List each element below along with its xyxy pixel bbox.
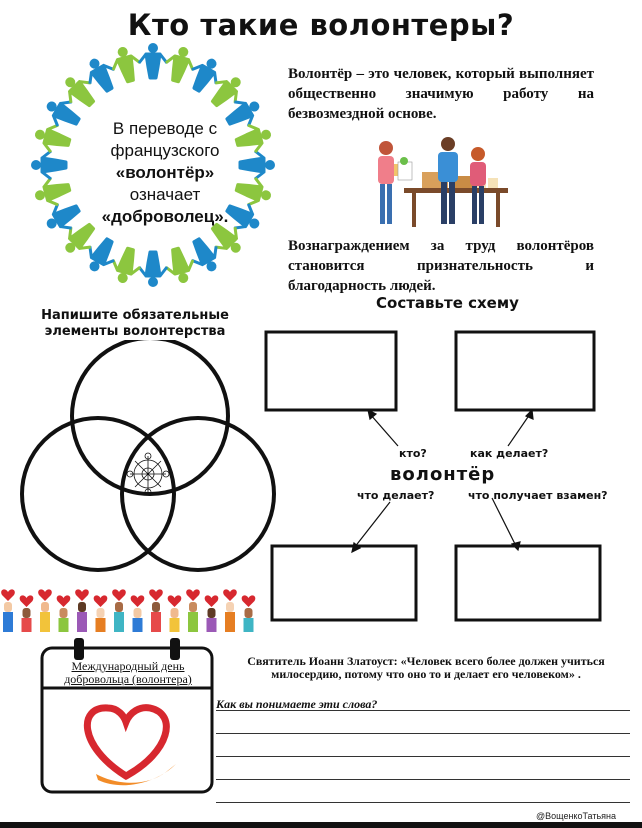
- scheme-box-bottom-right[interactable]: [454, 544, 602, 622]
- hand-heart-icon: [1, 589, 15, 632]
- wreath-person-icon: [111, 246, 142, 284]
- wreath-person-icon: [225, 203, 260, 230]
- wreath-person-icon: [225, 100, 260, 127]
- volunteer-wreath-illustration: [31, 43, 275, 287]
- wreath-line-1: В переводе с: [112, 119, 218, 138]
- answer-line[interactable]: [216, 779, 630, 780]
- scheme-title: Составьте схему: [376, 294, 519, 312]
- hand-heart-icon: [75, 589, 89, 632]
- hand-heart-icon: [241, 595, 256, 632]
- venn-center-ornament-icon: [126, 452, 170, 496]
- hand-heart-icon: [56, 595, 71, 632]
- label-who: кто?: [399, 447, 427, 460]
- hand-heart-icon: [204, 595, 219, 632]
- scheme-center-word: волонтёр: [390, 464, 496, 485]
- hand-heart-icon: [38, 589, 52, 632]
- quote-text: Святитель Иоанн Златоуст: «Человек всего…: [247, 654, 605, 681]
- scheme-arrows: [351, 408, 534, 554]
- wreath-person-icon: [34, 176, 72, 207]
- venn-title-line-2: элементы волонтерства: [44, 324, 226, 339]
- hand-heart-icon: [167, 595, 182, 632]
- venn-circle-left: [20, 416, 176, 572]
- wreath-person-icon: [164, 246, 195, 284]
- label-receives: что получает взамен?: [468, 489, 608, 502]
- page-title: Кто такие волонтеры?: [127, 8, 515, 42]
- wreath-line-3: «волонтёр»: [115, 163, 215, 182]
- scheme-box-top-left[interactable]: [264, 330, 398, 412]
- answer-line[interactable]: [216, 733, 630, 734]
- label-how: как делает?: [470, 447, 549, 460]
- venn-title-line-1: Напишите обязательные: [41, 308, 229, 323]
- wreath-person-icon: [191, 58, 218, 93]
- wreath-person-icon: [88, 237, 115, 272]
- calendar-title-line-2: добровольца (волонтера): [64, 672, 192, 686]
- venn-circle-right: [120, 416, 276, 572]
- calendar-title: Международный день добровольца (волонтер…: [48, 660, 208, 686]
- volunteers-illustration: [378, 137, 508, 227]
- hand-heart-icon: [130, 595, 145, 632]
- answer-line[interactable]: [216, 710, 630, 711]
- hand-heart-icon: [112, 589, 126, 632]
- author-watermark: @ВощенкоТатьяна: [536, 811, 617, 821]
- hand-heart-icon: [186, 589, 200, 632]
- wreath-person-icon: [137, 250, 169, 287]
- hand-heart-icon: [19, 595, 34, 632]
- answer-line[interactable]: [216, 756, 630, 757]
- calendar-frame: [40, 638, 214, 794]
- wreath-person-icon: [88, 58, 115, 93]
- wreath-line-2: французского: [110, 141, 220, 160]
- venn-title: Напишите обязательные элементы волонтерс…: [30, 308, 240, 340]
- question-text: Как вы понимаете эти слова?: [216, 697, 378, 711]
- wreath-caption: В переводе с французского «волонтёр» озн…: [80, 118, 250, 228]
- wreath-person-icon: [111, 46, 142, 84]
- wreath-person-icon: [191, 237, 218, 272]
- wreath-person-icon: [34, 123, 72, 154]
- calendar-title-line-1: Международный день: [71, 659, 185, 673]
- scheme-diagram: [264, 330, 602, 622]
- wreath-person-icon: [65, 77, 96, 108]
- wreath-person-icon: [234, 123, 272, 154]
- wreath-line-4: означает: [129, 185, 201, 204]
- wreath-person-icon: [31, 149, 68, 181]
- answer-line[interactable]: [216, 802, 630, 803]
- wreath-person-icon: [137, 43, 169, 80]
- hand-heart-icon: [223, 589, 237, 632]
- wreath-line-5: «доброволец».: [101, 207, 229, 226]
- definition-text: Волонтёр – это человек, который выполняе…: [288, 66, 594, 122]
- hand-heart-icon: [149, 589, 163, 632]
- bottom-bar: [0, 822, 642, 828]
- wreath-person-icon: [164, 46, 195, 84]
- scheme-box-bottom-left[interactable]: [270, 544, 418, 622]
- scheme-box-top-right[interactable]: [454, 330, 596, 412]
- hands-hearts-row: [1, 589, 256, 632]
- label-what: что делает?: [357, 489, 435, 502]
- venn-diagram: [20, 340, 276, 572]
- heart-hand-icon: [83, 704, 176, 786]
- reward-text: Вознаграждением за труд волонтёров стано…: [288, 238, 594, 294]
- hand-heart-icon: [93, 595, 108, 632]
